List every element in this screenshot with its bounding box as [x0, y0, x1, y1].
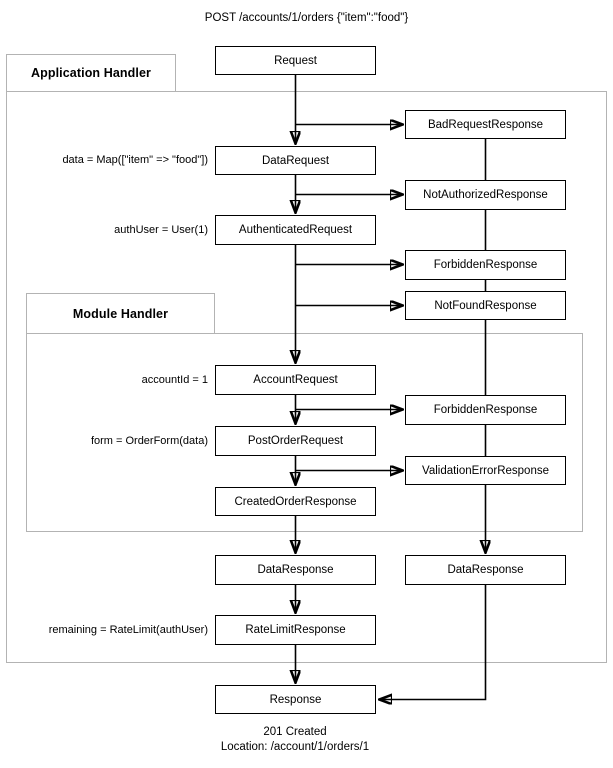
node-data-response-left[interactable]: DataResponse	[215, 555, 376, 585]
node-validation-error-response[interactable]: ValidationErrorResponse	[405, 456, 566, 485]
node-authenticated-request[interactable]: AuthenticatedRequest	[215, 215, 376, 245]
node-account-request[interactable]: AccountRequest	[215, 365, 376, 395]
lane-title-application-handler: Application Handler	[6, 54, 176, 92]
lane-title-module-handler: Module Handler	[26, 293, 215, 334]
node-created-order-response[interactable]: CreatedOrderResponse	[215, 487, 376, 516]
node-not-authorized-response[interactable]: NotAuthorizedResponse	[405, 180, 566, 210]
annotation-data: data = Map(["item" => "food"])	[62, 154, 208, 166]
node-request[interactable]: Request	[215, 46, 376, 75]
lane-module-handler	[26, 333, 583, 532]
node-forbidden-response-app[interactable]: ForbiddenResponse	[405, 250, 566, 280]
annotation-form: form = OrderForm(data)	[90, 435, 208, 447]
footer-status-line: 201 Created	[263, 726, 327, 738]
node-data-request[interactable]: DataRequest	[215, 146, 376, 175]
annotation-remaining: remaining = RateLimit(authUser)	[48, 624, 208, 636]
node-bad-request-response[interactable]: BadRequestResponse	[405, 110, 566, 139]
node-post-order-request[interactable]: PostOrderRequest	[215, 426, 376, 456]
annotation-account-id: accountId = 1	[141, 374, 208, 386]
lane-application-handler	[6, 91, 607, 663]
node-not-found-response[interactable]: NotFoundResponse	[405, 291, 566, 320]
annotation-auth-user: authUser = User(1)	[114, 224, 208, 236]
footer-location-line: Location: /account/1/orders/1	[220, 741, 370, 753]
node-forbidden-response-module[interactable]: ForbiddenResponse	[405, 395, 566, 425]
request-line-title: POST /accounts/1/orders {"item":"food"}	[204, 12, 409, 24]
node-response[interactable]: Response	[215, 685, 376, 714]
node-rate-limit-response[interactable]: RateLimitResponse	[215, 615, 376, 645]
node-data-response-right[interactable]: DataResponse	[405, 555, 566, 585]
